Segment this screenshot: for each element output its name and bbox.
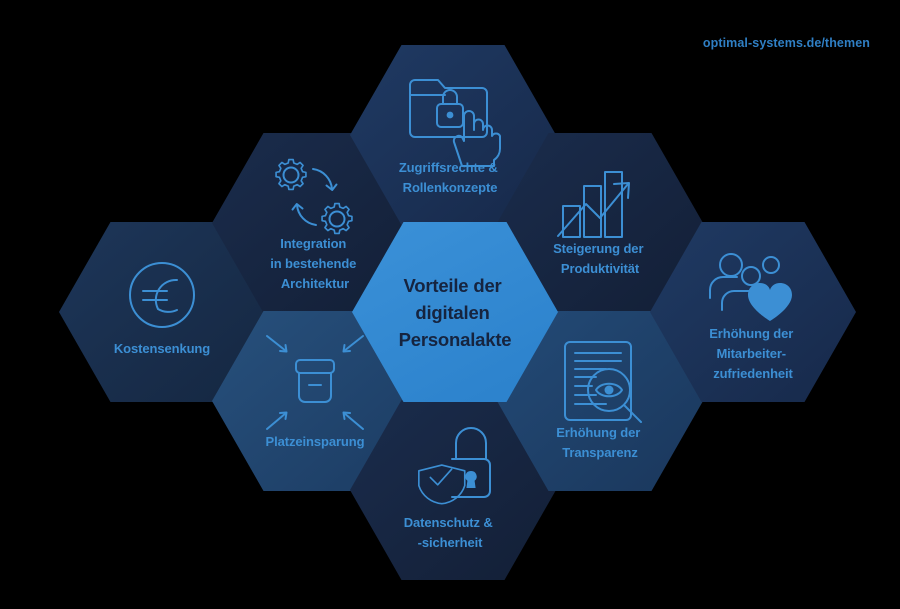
hex-label-line: Integration — [280, 236, 346, 251]
svg-text:Steigerung der Produkt: Steigerung der Produktivität — [553, 241, 647, 276]
document-magnifier-eye-icon — [564, 341, 642, 423]
hex-label-line: -sicherheit — [418, 535, 483, 550]
hexagon-transparenz[interactable]: Erhöhung der Transparenz — [497, 311, 703, 491]
center-label-line: Vorteile der — [404, 275, 502, 296]
folder-lock-cursor-icon — [409, 79, 501, 167]
hex-label-line: Datenschutz & — [404, 515, 493, 530]
center-hexagon[interactable]: Vorteile der digitalen Personalakte — [352, 222, 558, 402]
hex-label-line: zufriedenheit — [713, 366, 793, 381]
svg-text:Erhöhung der Mitarbeit: Erhöhung der Mitarbeiter- zufriedenheit — [709, 326, 797, 381]
box-compress-arrows-icon — [266, 335, 364, 430]
svg-text:Zugriffsrechte & Rolle: Zugriffsrechte & Rollenkonzepte — [399, 160, 501, 195]
hex-label-line: in bestehende — [270, 256, 356, 271]
hexagon-produktivitaet[interactable]: Steigerung der Produktivität — [497, 133, 703, 313]
hex-label-line: Rollenkonzepte — [403, 180, 498, 195]
people-heart-icon — [709, 253, 792, 321]
hex-label-line: Produktivität — [561, 261, 640, 276]
svg-text:Kostensenkung: Kostensenkung — [114, 341, 210, 356]
hexagon-mitarbeiterzufriedenheit[interactable]: Erhöhung der Mitarbeiter- zufriedenheit — [650, 222, 856, 402]
hex-label-line: Erhöhung der — [556, 425, 640, 440]
hexagon-zugriffsrechte[interactable]: Zugriffsrechte & Rollenkonzepte — [350, 45, 556, 225]
bar-chart-arrow-up-icon — [557, 171, 630, 238]
padlock-shield-check-icon — [418, 427, 491, 505]
svg-text:Platzeinsparung: Platzeinsparung — [266, 434, 365, 449]
euro-coin-icon — [129, 262, 195, 328]
hexagon-platzeinsparung[interactable]: Platzeinsparung — [212, 311, 418, 491]
hexagon-kostensenkung[interactable]: Kostensenkung — [59, 222, 265, 402]
center-label-line: Personalakte — [399, 329, 512, 350]
hexagon-integration[interactable]: Integration in bestehende Architektur — [212, 133, 418, 313]
hex-label-line: Transparenz — [562, 445, 638, 460]
svg-text:Vorteile der digitalen: Vorteile der digitalen Personalakte — [399, 275, 512, 350]
hexagon-datenschutz[interactable]: Datenschutz & -sicherheit — [350, 400, 556, 580]
hex-label-line: Architektur — [281, 276, 349, 291]
svg-text:Datenschutz & -sicherh: Datenschutz & -sicherheit — [404, 515, 497, 550]
svg-text:Erhöhung der Transpare: Erhöhung der Transparenz — [556, 425, 644, 460]
source-url-watermark: optimal-systems.de/themen — [702, 36, 870, 50]
gears-cycle-icon — [275, 158, 353, 235]
hex-label-line: Kostensenkung — [114, 341, 210, 356]
svg-text:Integration in bestehe: Integration in bestehende Architektur — [270, 236, 360, 291]
hex-label-line: Mitarbeiter- — [716, 346, 786, 361]
center-label-line: digitalen — [415, 302, 489, 323]
hex-label-line: Platzeinsparung — [266, 434, 365, 449]
hex-label-line: Steigerung der — [553, 241, 643, 256]
hex-label-line: Erhöhung der — [709, 326, 793, 341]
hex-label-line: Zugriffsrechte & — [399, 160, 498, 175]
